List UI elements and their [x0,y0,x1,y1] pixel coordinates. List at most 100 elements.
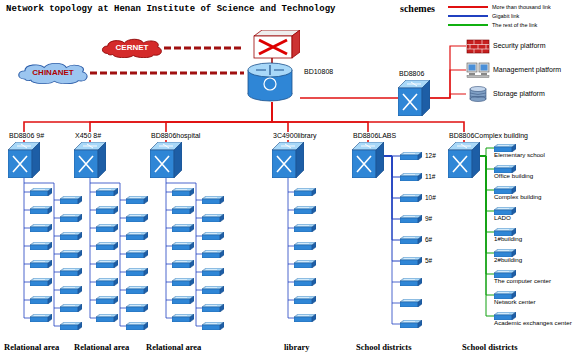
access-link [24,178,25,318]
access-link [196,200,202,201]
device-label: BD8806LABS [353,132,396,140]
access-link [54,200,60,201]
access-switch: The computer center [494,270,551,285]
access-switch-icon [172,278,194,286]
area-label-box: School districts [356,342,412,352]
access-link [288,178,289,318]
area-label-box: Relational area [4,342,59,352]
access-text: LADO [494,215,511,222]
switch-icon-shape [150,142,182,178]
access-link [54,183,55,326]
distribution-switch: BD8806LABS [352,142,384,178]
network-link [480,156,494,316]
building-label: 9# [425,215,432,223]
access-link [90,183,120,184]
access-switch-icon [400,173,422,181]
access-switch-icon [126,268,148,276]
switch-icon [448,142,480,178]
access-link [24,183,54,184]
switch-icon [352,142,384,178]
access-link [90,192,96,193]
access-link [24,192,30,193]
access-link [288,318,294,319]
device-label: BD8806Complex building [449,132,528,140]
access-switch: Academic exchanges center [494,312,572,327]
building-label: 12# [425,152,436,160]
cloud-text: CERNET [100,38,164,58]
access-link [120,272,126,273]
access-link [120,200,126,201]
access-switch-icon [96,314,118,322]
access-switch-icon [60,304,82,312]
access-link [166,282,172,283]
access-link [120,254,126,255]
access-switch-icon [202,232,224,240]
access-switch-icon [96,260,118,268]
title-block: Network topology at Henan Institute of S… [6,4,335,14]
access-switch-icon-shape [494,207,516,215]
legend-line-sample [448,6,488,8]
access-switch-icon [30,314,52,322]
access-switch-icon [96,188,118,196]
network-link [480,156,494,274]
network-link [480,156,494,253]
access-switch-icon [494,291,516,299]
access-switch: Complex building [494,186,541,201]
access-switch: 11# [400,173,435,181]
switch-icon [8,142,40,178]
network-link [480,156,494,232]
switch-label: BD8806 9# [8,132,45,140]
access-switch-icon-shape [494,186,516,194]
legend-row: Gigabit link [448,12,519,20]
network-cloud: CERNET [100,38,164,58]
access-link [24,246,30,247]
building-label: 1#building [494,236,522,243]
access-switch-icon [294,188,316,196]
access-link [166,178,167,318]
area-label-box: Relational area [146,342,201,352]
switch-icon [272,142,304,178]
access-switch-icon [294,278,316,286]
access-switch-icon-shape [494,291,516,299]
area-label: Relational area [146,342,201,352]
access-switch-icon [494,207,516,215]
access-switch-icon-shape [494,249,516,257]
access-text: 2#building [494,257,522,264]
access-link [54,218,60,219]
access-switch-icon [202,196,224,204]
network-link [300,97,398,99]
access-switch: 2#building [494,249,522,264]
access-switch-icon-shape [400,215,422,223]
access-link [196,218,202,219]
distribution-switch: BD8806 [398,80,430,116]
cloud-outline [19,63,87,83]
switch-label: BD8806Complex building [448,132,529,140]
access-link [166,264,172,265]
access-switch: Office building [494,165,533,180]
network-link [480,156,494,295]
area-label: School districts [356,342,412,352]
access-text: 9# [425,215,432,223]
cloud-outline [102,39,161,57]
access-switch-icon [30,260,52,268]
access-switch-icon [400,194,422,202]
access-switch-icon [60,250,82,258]
access-switch-icon [30,224,52,232]
network-link [480,156,494,169]
access-link [166,318,172,319]
access-link [120,236,126,237]
platform-icon-shape [467,40,489,53]
legend-heading: schemes [400,3,435,14]
access-switch-icon [172,188,194,196]
access-link [288,228,294,229]
access-switch-icon [202,304,224,312]
access-link [90,210,96,211]
access-text: The computer center [494,278,551,285]
platform-icon [466,38,490,54]
access-link [24,264,30,265]
area-label-box: School districts [462,342,518,352]
access-link [90,228,96,229]
area-label-box: schemes [400,3,435,14]
access-text: Complex building [494,194,541,201]
access-switch-icon [202,250,224,258]
